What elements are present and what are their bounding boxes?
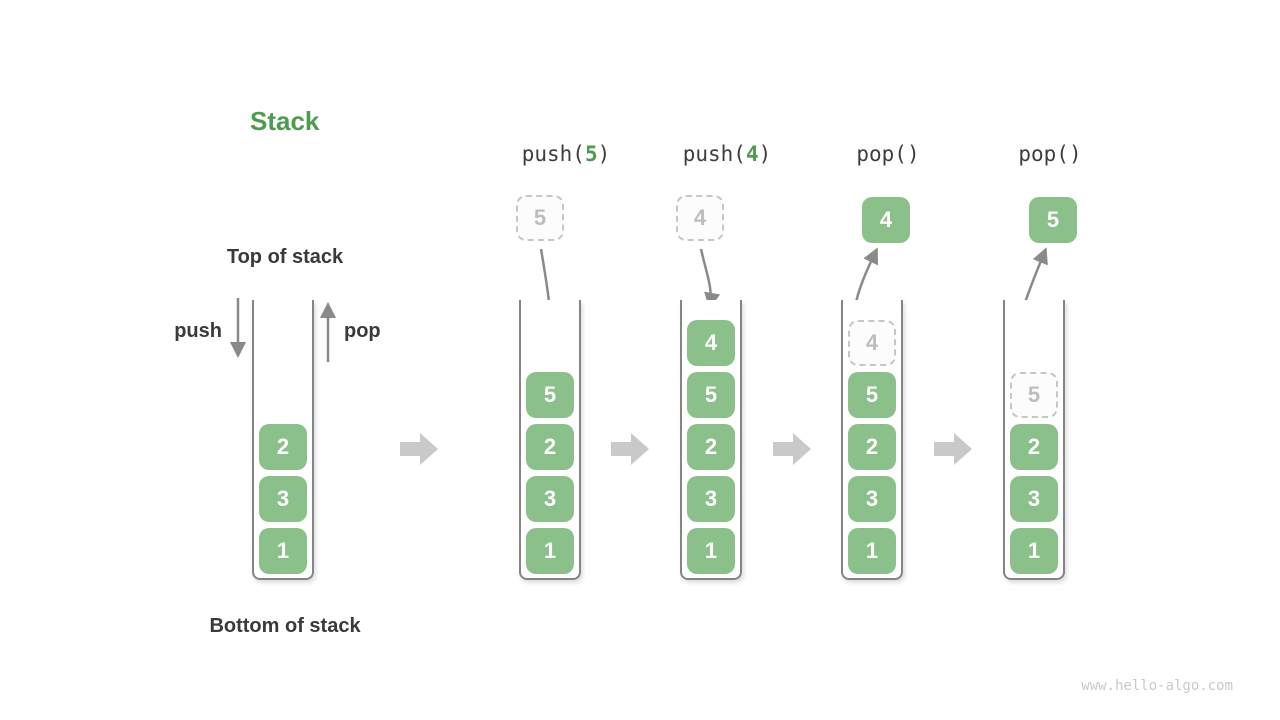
page-title: Stack (250, 106, 320, 136)
op-arg: 5 (584, 142, 598, 166)
stack-container-initial: 2 3 1 (252, 300, 314, 580)
stack-container-after-pop4: 4 5 2 3 1 (841, 300, 903, 580)
op-post: ) (906, 142, 920, 166)
stack-cell: 2 (259, 424, 307, 470)
bottom-of-stack-label: Bottom of stack (209, 615, 361, 637)
top-of-stack-label: Top of stack (226, 246, 344, 268)
stack-cell: 2 (848, 424, 896, 470)
push-label: push (174, 320, 222, 342)
stack-cell: 1 (848, 528, 896, 574)
stack-cell: 2 (1010, 424, 1058, 470)
stack-cell: 5 (526, 372, 574, 418)
transition-arrow-icon (934, 433, 972, 465)
stack-container-after-push4: 4 5 2 3 1 (680, 300, 742, 580)
stack-cell: 2 (687, 424, 735, 470)
op-label-pop-2: pop() (988, 142, 1112, 166)
stack-cell: 3 (848, 476, 896, 522)
transition-arrow-icon (611, 433, 649, 465)
op-pre: push( (682, 142, 746, 166)
incoming-value-box: 4 (676, 195, 724, 241)
incoming-value-box: 5 (516, 195, 564, 241)
op-pre: pop( (1018, 142, 1069, 166)
stack-cell: 1 (687, 528, 735, 574)
op-post: ) (758, 142, 772, 166)
op-pre: push( (521, 142, 585, 166)
popped-value-box: 5 (1029, 197, 1077, 243)
stack-container-after-push5: 5 2 3 1 (519, 300, 581, 580)
stack-container-after-pop5: 5 2 3 1 (1003, 300, 1065, 580)
watermark: www.hello-algo.com (1081, 678, 1233, 694)
op-label-push4: push(4) (665, 142, 789, 166)
op-label-pop-1: pop() (826, 142, 950, 166)
transition-arrow-icon (400, 433, 438, 465)
op-post: ) (1068, 142, 1082, 166)
stack-cell: 4 (687, 320, 735, 366)
op-label-push5: push(5) (504, 142, 628, 166)
stack-cell: 1 (259, 528, 307, 574)
op-pre: pop( (856, 142, 907, 166)
stack-cell: 3 (526, 476, 574, 522)
stack-cell: 5 (687, 372, 735, 418)
pop-label: pop (344, 320, 381, 342)
stack-ghost-cell: 4 (848, 320, 896, 366)
op-post: ) (597, 142, 611, 166)
stack-cell: 3 (1010, 476, 1058, 522)
push4-curved-arrow-icon (699, 248, 721, 310)
stack-cell: 2 (526, 424, 574, 470)
stack-cell: 3 (259, 476, 307, 522)
stack-cell: 3 (687, 476, 735, 522)
transition-arrow-icon (773, 433, 811, 465)
stack-cell: 1 (1010, 528, 1058, 574)
stack-ghost-cell: 5 (1010, 372, 1058, 418)
stack-cell: 1 (526, 528, 574, 574)
stack-cell: 5 (848, 372, 896, 418)
popped-value-box: 4 (862, 197, 910, 243)
op-arg: 4 (745, 142, 759, 166)
